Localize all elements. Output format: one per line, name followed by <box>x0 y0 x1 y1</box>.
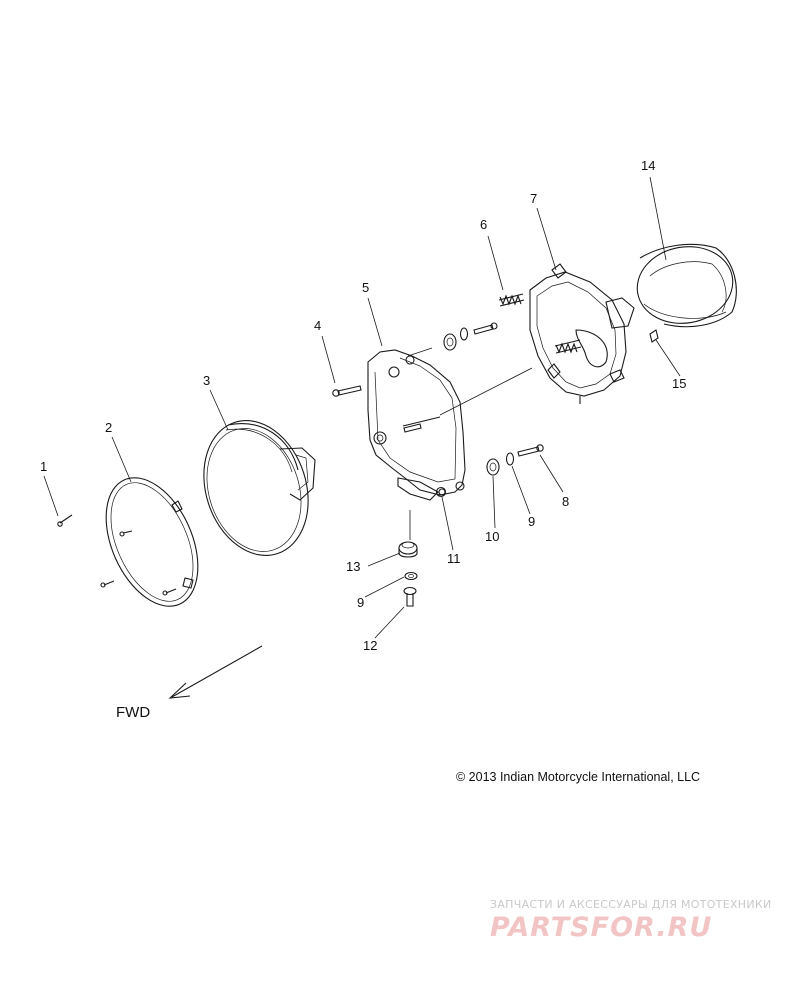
callout-9-lower: 9 <box>357 595 364 610</box>
forward-arrow <box>168 645 263 699</box>
leader-lines <box>43 176 681 639</box>
callout-11: 11 <box>447 551 461 566</box>
watermark-brand: PARTSFOR.RU <box>490 912 712 943</box>
part-6-spring <box>498 293 582 354</box>
callout-5: 5 <box>362 280 369 295</box>
callout-13: 13 <box>346 559 360 574</box>
part-13-grommet <box>398 510 418 558</box>
part-1-screw <box>57 514 177 596</box>
callout-12: 12 <box>363 638 377 653</box>
callout-9: 9 <box>528 514 535 529</box>
callout-2: 2 <box>105 420 112 435</box>
part-4-bolt <box>332 385 362 397</box>
part-9-lower-washer <box>404 571 418 581</box>
forward-label: FWD <box>116 704 150 721</box>
callout-4: 4 <box>314 318 321 333</box>
part-10-grommet <box>486 458 500 476</box>
callout-1: 1 <box>40 459 47 474</box>
copyright-notice: © 2013 Indian Motorcycle International, … <box>456 770 700 784</box>
upper-hardware <box>403 322 498 433</box>
part-15-screw <box>649 329 659 343</box>
part-7-adjuster-ring <box>529 263 635 404</box>
part-5-bracket <box>367 347 533 501</box>
part-3-headlamp <box>203 420 316 556</box>
callout-7: 7 <box>530 191 537 206</box>
callout-15: 15 <box>672 376 686 391</box>
part-2-trim-ring <box>105 477 199 607</box>
watermark-tagline: ЗАПЧАСТИ И АКСЕССУАРЫ ДЛЯ МОТОТЕХНИКИ <box>490 898 772 911</box>
callout-8: 8 <box>562 494 569 509</box>
part-14-boot <box>636 243 737 328</box>
callout-3: 3 <box>203 373 210 388</box>
callout-10: 10 <box>485 529 499 544</box>
callout-6: 6 <box>480 217 487 232</box>
part-9-washer <box>505 452 515 466</box>
part-12-bolt <box>403 586 417 607</box>
part-8-screw <box>517 444 544 457</box>
part-11-washer <box>435 486 447 498</box>
callout-14: 14 <box>641 158 655 173</box>
